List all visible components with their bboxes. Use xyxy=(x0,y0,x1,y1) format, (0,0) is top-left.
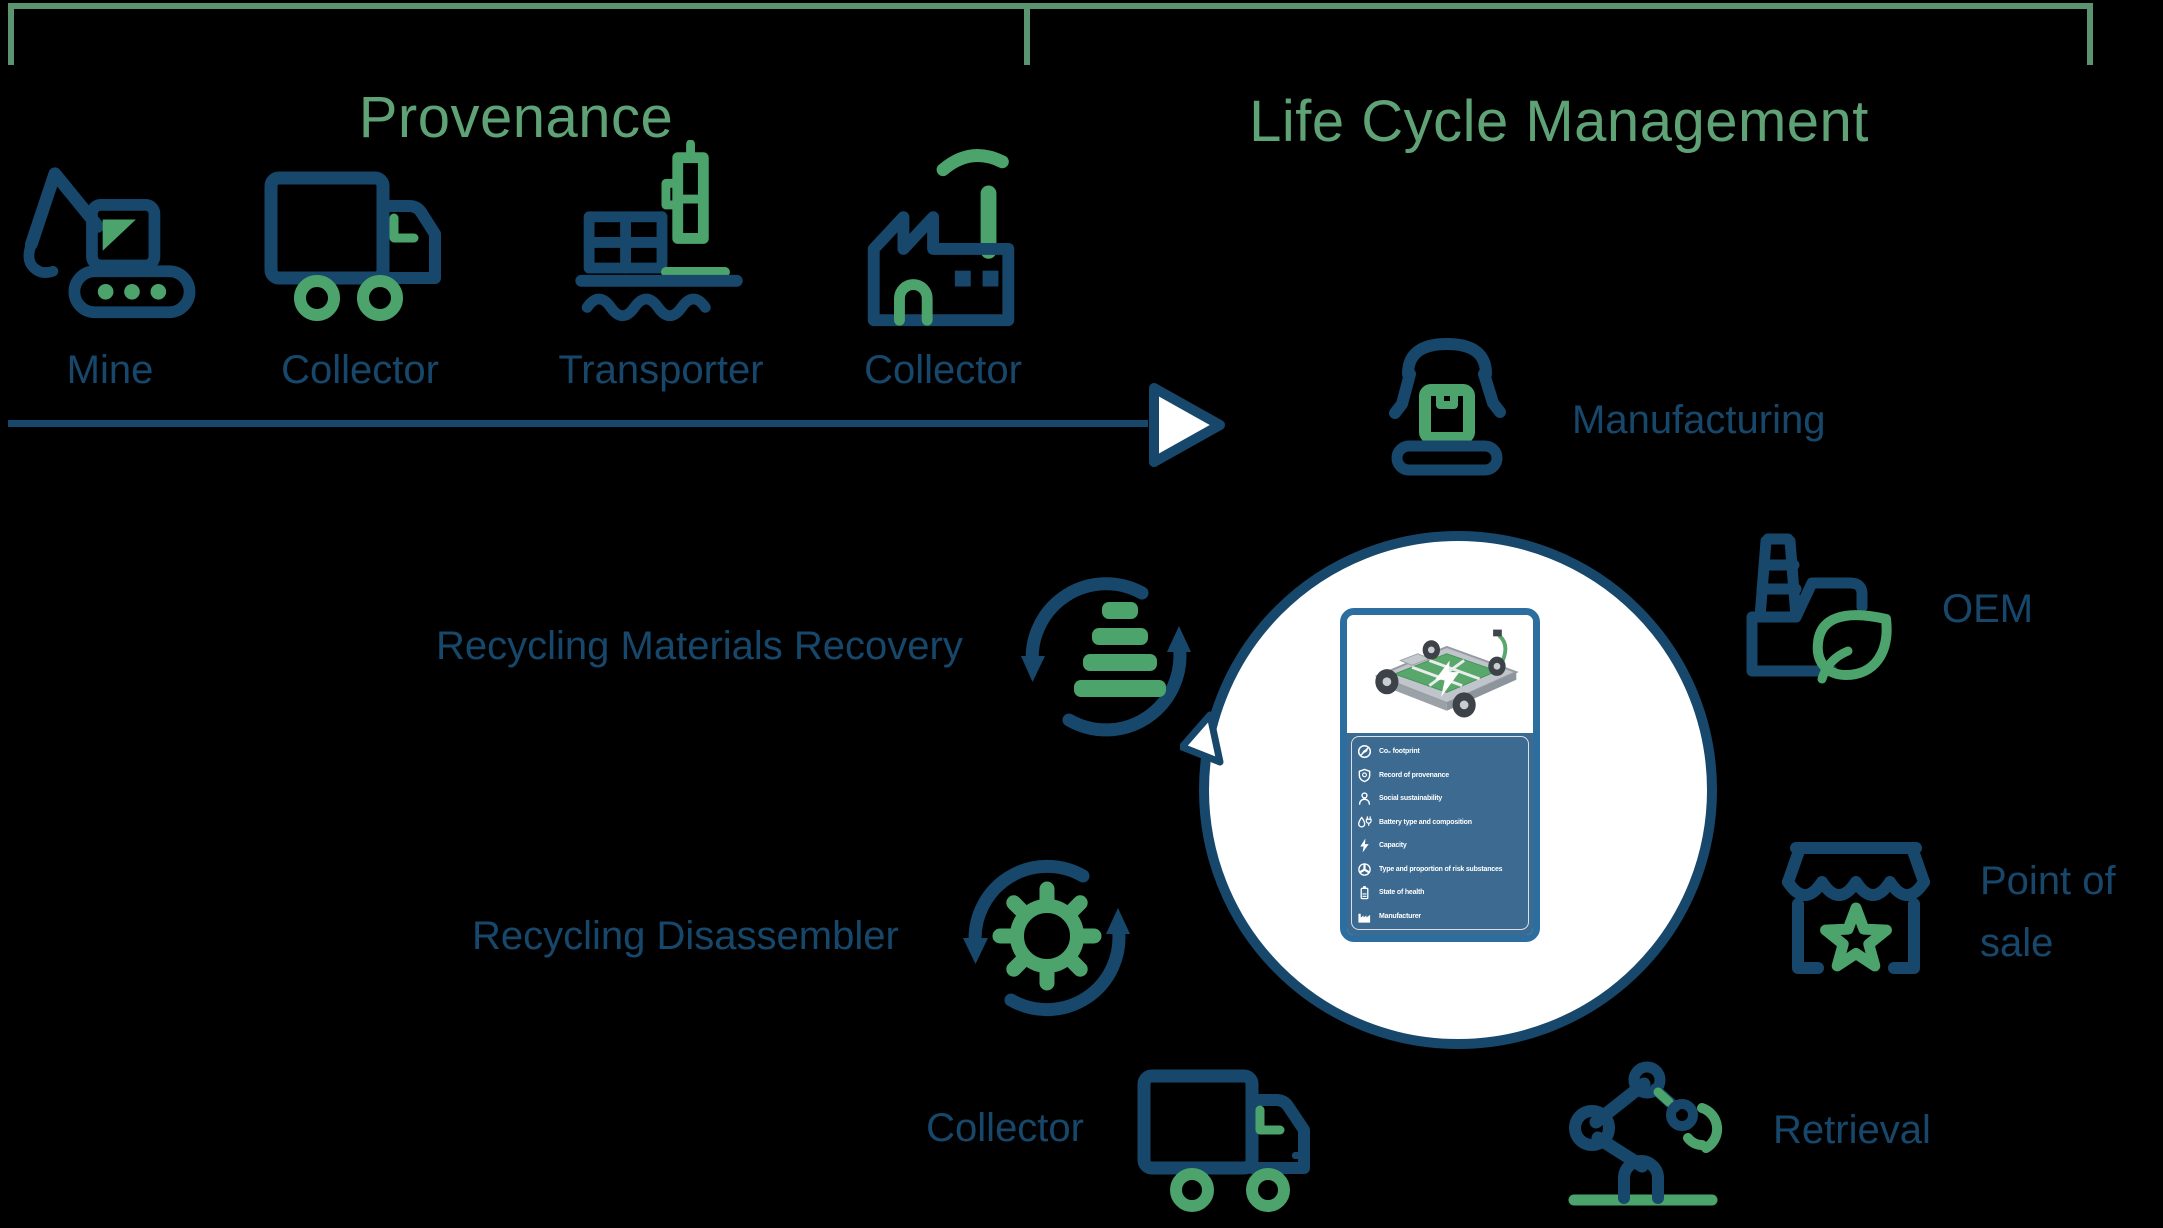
bolt-icon xyxy=(1356,838,1372,854)
flow-arrowhead-icon xyxy=(1149,383,1225,467)
droplet-plug-icon xyxy=(1356,814,1372,830)
claw-machine-icon xyxy=(1389,338,1506,476)
list-item: Social sustainability xyxy=(1356,787,1525,811)
oem-label: OEM xyxy=(1942,587,2034,631)
collector-label: Collector xyxy=(926,1106,1084,1150)
station-label: Collector xyxy=(281,348,439,392)
factory-small-icon xyxy=(1356,908,1372,924)
provenance-title: Provenance xyxy=(358,85,674,150)
bracket-tick-right xyxy=(2087,3,2093,65)
point-of-sale-label: Point of sale xyxy=(1980,859,2116,965)
list-item: Record of provenance xyxy=(1356,764,1525,788)
person-icon xyxy=(1356,791,1372,807)
manufacturing-label: Manufacturing xyxy=(1572,398,1826,442)
list-item: Type and proportion of risk substances xyxy=(1356,858,1525,882)
radiation-icon xyxy=(1356,861,1372,877)
list-item: State of health xyxy=(1356,881,1525,905)
recycling-materials-recovery-label: Recycling Materials Recovery xyxy=(436,624,963,668)
bracket-tick-middle xyxy=(1024,3,1030,65)
recycling-disassembler-label: Recycling Disassembler xyxy=(472,914,899,958)
port-crane-icon xyxy=(566,140,756,332)
shield-icon xyxy=(1356,767,1372,783)
recycle-stack-icon xyxy=(1021,577,1191,737)
storefront-star-icon xyxy=(1782,842,1930,974)
station-transporter: Transporter xyxy=(556,140,766,394)
flow-arrow-line xyxy=(8,420,1148,427)
co2-ban-icon xyxy=(1356,744,1372,760)
excavator-icon xyxy=(8,140,213,332)
station-label: Collector xyxy=(864,348,1022,392)
battery-icon xyxy=(1356,885,1372,901)
battery-passport-card: Co₂ footprint Record of provenance Socia… xyxy=(1340,608,1540,942)
bracket-tick-left xyxy=(8,3,14,65)
box-truck-icon xyxy=(263,140,458,332)
factory-icon xyxy=(851,140,1036,332)
list-item: Battery type and composition xyxy=(1356,811,1525,835)
passport-attribute-list: Co₂ footprint Record of provenance Socia… xyxy=(1347,733,1533,935)
loop-arrowhead-icon xyxy=(1180,711,1224,766)
station-mine: Mine xyxy=(5,140,215,394)
list-item: Manufacturer xyxy=(1356,905,1525,929)
delivery-truck-icon xyxy=(1137,1069,1310,1212)
station-label: Transporter xyxy=(558,348,764,392)
station-collector-1: Collector xyxy=(255,140,465,394)
list-item: Co₂ footprint xyxy=(1356,740,1525,764)
station-collector-2: Collector xyxy=(838,140,1048,394)
station-label: Mine xyxy=(66,348,154,392)
factory-leaf-icon xyxy=(1746,533,1892,684)
top-bracket-line xyxy=(8,3,2093,9)
robot-arm-icon xyxy=(1568,1061,1723,1206)
list-item: Capacity xyxy=(1356,834,1525,858)
recycle-gear-icon xyxy=(963,859,1130,1017)
retrieval-label: Retrieval xyxy=(1773,1108,1931,1152)
ev-chassis-image xyxy=(1347,615,1533,733)
lifecycle-title: Life Cycle Management xyxy=(1249,89,1869,154)
